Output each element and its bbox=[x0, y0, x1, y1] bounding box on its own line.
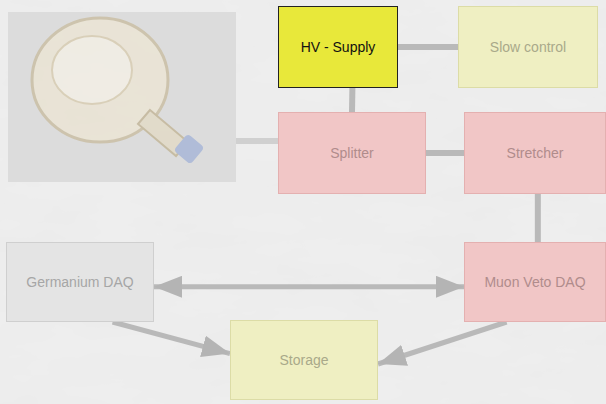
storage-box: Storage bbox=[230, 320, 378, 400]
splitter-box: Splitter bbox=[278, 112, 426, 194]
box-label: Storage bbox=[279, 352, 328, 369]
data-arrow bbox=[113, 322, 230, 354]
data-arrow bbox=[154, 284, 464, 289]
pmt-base bbox=[174, 134, 205, 165]
pmt-photo bbox=[8, 12, 278, 182]
box-label: Stretcher bbox=[507, 145, 564, 162]
hv-supply-box: HV - Supply bbox=[278, 6, 398, 88]
box-label: Slow control bbox=[490, 39, 566, 56]
connector-line bbox=[426, 150, 464, 156]
muon-veto-daq-box: Muon Veto DAQ bbox=[464, 242, 606, 322]
box-label: Muon Veto DAQ bbox=[484, 274, 585, 291]
pmt-window bbox=[52, 36, 132, 104]
connector-line bbox=[535, 194, 541, 242]
box-label: HV - Supply bbox=[301, 39, 376, 56]
box-label: Germanium DAQ bbox=[26, 274, 133, 291]
photo-cable bbox=[236, 138, 278, 144]
stretcher-box: Stretcher bbox=[464, 112, 606, 194]
slow-control-box: Slow control bbox=[458, 6, 598, 88]
box-label: Splitter bbox=[330, 145, 374, 162]
germanium-daq-box: Germanium DAQ bbox=[6, 242, 154, 322]
connector-line bbox=[349, 88, 355, 112]
data-arrow bbox=[378, 322, 507, 364]
connector-line bbox=[398, 44, 458, 50]
photo-frame bbox=[8, 12, 236, 182]
